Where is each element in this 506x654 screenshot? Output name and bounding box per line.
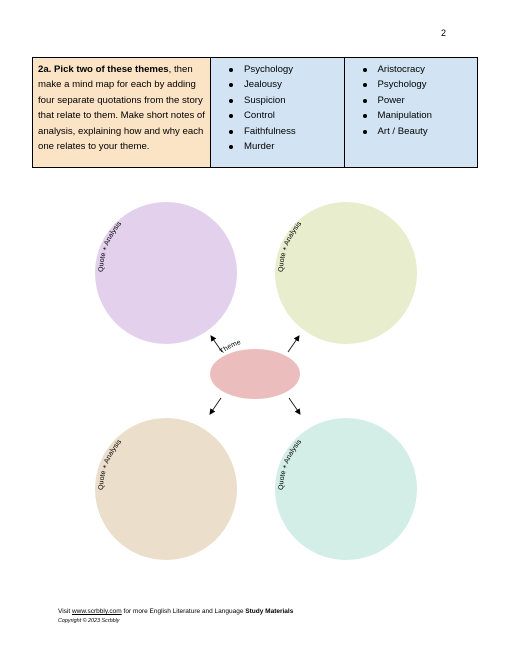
- themes-table: 2a. Pick two of these themes, then make …: [32, 57, 478, 168]
- theme-list-1: Psychology Jealousy Suspicion Control Fa…: [216, 62, 339, 154]
- arrow-bottom-right: [288, 397, 301, 415]
- theme-item: Aristocracy: [362, 62, 473, 77]
- theme-item: Murder: [229, 139, 339, 154]
- theme-item: Jealousy: [229, 77, 339, 92]
- footer-middle: for more English Literature and Language: [121, 608, 246, 615]
- theme-item: Suspicion: [229, 93, 339, 108]
- footer-bold: Study Materials: [245, 608, 294, 615]
- theme-item: Psychology: [362, 77, 473, 92]
- arrow-top-right: [287, 335, 300, 353]
- theme-item: Art / Beauty: [362, 124, 473, 139]
- arrow-bottom-left: [209, 397, 222, 415]
- arrow-top-left: [210, 335, 223, 353]
- page-number: 2: [441, 28, 447, 38]
- theme-list-2: Aristocracy Psychology Power Manipulatio…: [350, 62, 473, 139]
- bubble-top-right: [275, 202, 417, 344]
- bubble-bottom-right: [275, 418, 417, 560]
- footer-prefix: Visit: [58, 608, 72, 615]
- theme-item: Psychology: [229, 62, 339, 77]
- bubble-bottom-left: [95, 418, 237, 560]
- task-body: then make a mind map for each by adding …: [38, 64, 205, 153]
- bubble-top-left: [95, 202, 237, 344]
- task-heading: 2a. Pick two of these themes: [38, 64, 169, 75]
- footer-copyright: Copyright © 2023 Scrbbly: [58, 618, 120, 624]
- themes-column-2: Aristocracy Psychology Power Manipulatio…: [343, 57, 478, 168]
- theme-item: Power: [362, 93, 473, 108]
- theme-item: Faithfulness: [229, 124, 339, 139]
- footer-link[interactable]: www.scrbbly.com: [71, 608, 122, 615]
- theme-item: Control: [229, 108, 339, 123]
- task-heading-suffix: ,: [168, 64, 172, 75]
- task-instructions: 2a. Pick two of these themes, then make …: [32, 57, 211, 168]
- theme-ellipse: [210, 349, 300, 399]
- footer-line: Visit www.scrbbly.com for more English L…: [58, 608, 293, 615]
- theme-item: Manipulation: [362, 108, 473, 123]
